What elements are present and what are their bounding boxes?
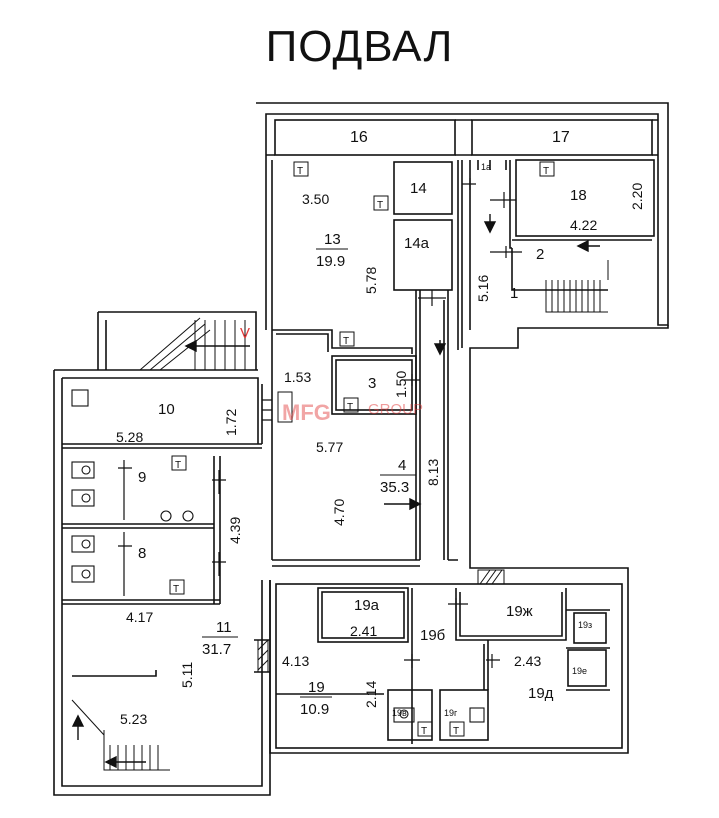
room-19v [387,689,433,741]
room-8-label: 8 [138,545,146,562]
dim-2-20: 2.20 [629,183,645,210]
stair-top-wall [98,311,257,370]
room-19z-label: 19з [578,620,592,630]
room-11-area: 31.7 [202,641,231,658]
marker-t: T [173,584,179,595]
room-19g-label: 19г [444,708,458,718]
room-19a [317,587,409,643]
room-13-area: 19.9 [316,253,345,270]
room-19-area: 10.9 [300,701,329,718]
room-1a-label: 1а [481,162,491,172]
dim-2-14: 2.14 [363,681,379,708]
watermark-suffix: GROUP [368,401,423,418]
room-19z [573,612,607,644]
room-14a [393,219,453,291]
room-17-label: 17 [552,129,570,146]
dim-4-22: 4.22 [570,217,597,233]
room-3 [331,355,417,415]
room-16 [274,119,456,156]
room-13-number: 13 [324,231,341,248]
room-11-number: 11 [216,619,232,636]
room-19e [567,649,607,687]
marker-t: T [453,726,459,737]
dim-4-39: 4.39 [227,517,243,544]
dim-5-78: 5.78 [363,267,379,294]
marker-t: T [543,166,549,177]
marker-t: T [377,200,383,211]
dim-5-77: 5.77 [316,439,343,455]
room-19g [439,689,489,741]
outer-wall-left-wing [53,369,271,796]
vent-marker-v: V [240,325,250,342]
dim-3-50: 3.50 [302,191,329,207]
room-3-label: 3 [368,375,376,392]
dim-5-28: 5.28 [116,429,143,445]
room-1-label: 1 [510,285,518,302]
room-4-area: 35.3 [380,479,409,496]
dim-1-50: 1.50 [393,371,409,398]
room-2-label: 2 [536,246,544,263]
room-18-label: 18 [570,187,587,204]
room-18 [515,159,655,237]
marker-t: T [421,726,427,737]
marker-t: T [343,336,349,347]
room-10-label: 10 [158,401,175,418]
room-19-number: 19 [308,679,325,696]
dim-4-13: 4.13 [282,653,309,669]
room-16-label: 16 [350,129,368,146]
room-17 [471,119,653,156]
room-19v-label: 19в [392,708,407,718]
room-19e-label: 19е [572,666,587,676]
room-19b-label: 19б [420,627,445,644]
dim-5-23: 5.23 [120,711,147,727]
floor-title: ПОДВАЛ [265,22,454,71]
marker-t: T [297,166,303,177]
room-19d-label: 19д [528,685,554,702]
room-14-label: 14 [410,180,427,197]
room-19-block [275,583,623,749]
dim-5-11: 5.11 [179,662,195,688]
dim-1-53: 1.53 [284,369,311,385]
room-19a-label: 19а [354,597,380,614]
marker-t: T [347,402,353,413]
outer-wall-right-upper [269,325,669,754]
watermark-brand: MFG [282,400,331,425]
room-9-label: 9 [138,469,146,486]
room-4-number: 4 [398,457,406,474]
room-19zh-label: 19ж [506,603,533,620]
dim-5-16: 5.16 [475,275,491,302]
dim-1-72: 1.72 [223,409,239,436]
room-14a-label: 14а [404,235,430,252]
dim-4-17: 4.17 [126,609,153,625]
dim-2-43: 2.43 [514,653,541,669]
room-14 [393,161,453,215]
marker-t: T [175,460,181,471]
outer-wall-top [256,102,669,330]
dim-2-41: 2.41 [350,623,377,639]
dim-8-13: 8.13 [425,459,441,486]
dim-4-70: 4.70 [331,499,347,526]
